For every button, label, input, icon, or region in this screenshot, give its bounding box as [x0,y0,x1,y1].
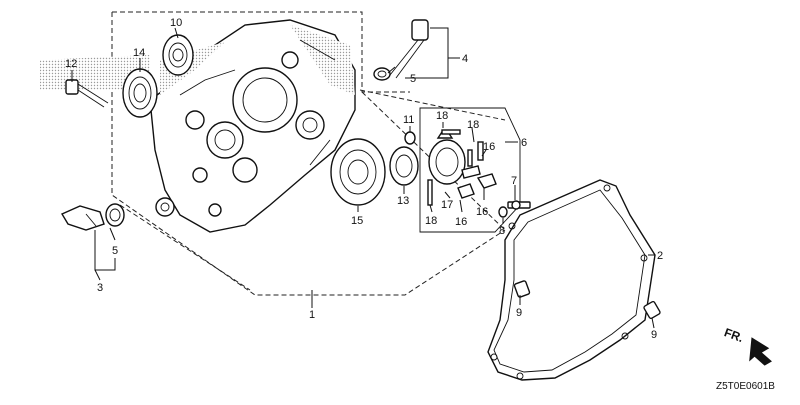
callout-16b: 16 [476,206,488,218]
callout-16c: 16 [455,216,467,228]
callout-3: 3 [97,282,103,294]
bearing-13 [389,146,419,186]
callout-11: 11 [403,114,414,126]
bearing-15 [330,138,386,206]
callout-7: 7 [511,175,517,187]
crankcase-cover [40,19,356,233]
callout-18b: 18 [467,119,479,131]
washer-8 [498,206,508,218]
dowel-pin-9a [513,280,531,298]
callout-18a: 18 [436,110,448,122]
gasket-2 [487,179,656,381]
callout-8: 8 [499,225,505,237]
callout-5-dipstick: 5 [410,73,416,85]
callout-5-drain: 5 [112,245,118,257]
dipstick [373,19,429,81]
diagram-code: Z5T0E0601B [716,381,775,392]
callout-1: 1 [309,309,315,321]
fr-arrow-icon: FR. [722,325,772,366]
bearing-14 [122,68,158,118]
callout-17: 17 [441,199,453,211]
callout-9a: 9 [516,307,522,319]
leader-lines [71,27,655,329]
governor-gear [427,129,497,206]
callout-10: 10 [170,17,182,29]
callout-16a: 16 [483,141,495,153]
washer-11 [404,131,416,145]
callout-18c: 18 [425,215,437,227]
callout-2: 2 [657,250,663,262]
callout-6: 6 [521,137,527,149]
drain-plug [60,203,125,231]
bearing-10 [162,34,194,76]
callout-12: 12 [65,58,77,70]
callout-15: 15 [351,215,363,227]
callout-9b: 9 [651,329,657,341]
dipstick-group-outline [359,89,506,121]
drain-group-outline [119,204,251,291]
callout-13: 13 [397,195,409,207]
callout-4: 4 [462,53,468,65]
dowel-pin-9b [643,300,661,320]
callout-14: 14 [133,47,145,59]
fr-direction-label: FR. [722,325,745,345]
gear-shaft-7 [507,200,531,210]
